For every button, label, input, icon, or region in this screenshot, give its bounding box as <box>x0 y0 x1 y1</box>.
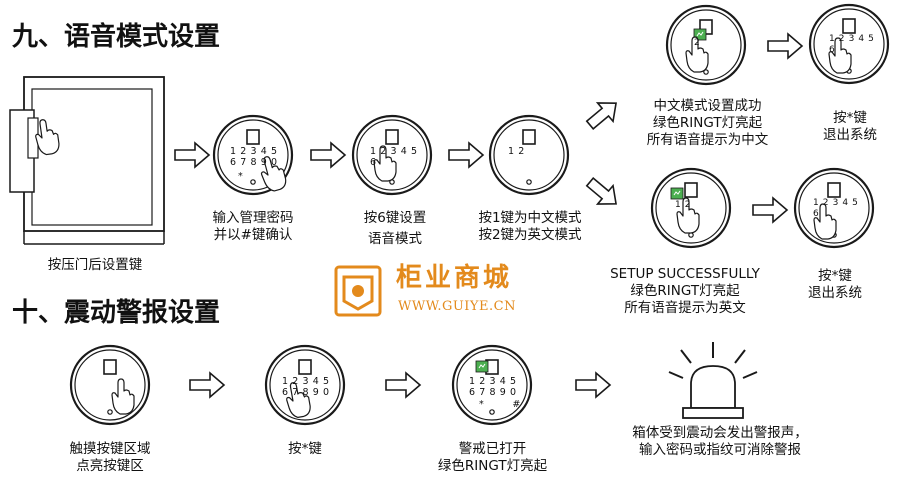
arrow-right-icon <box>767 33 803 59</box>
caption-en-exit: 按*键 退出系统 <box>808 268 862 301</box>
arrow-down-right-icon <box>581 172 625 214</box>
section-title-alarm: 十、震动警报设置 <box>12 298 221 328</box>
lock-face-cn-success <box>665 4 747 86</box>
keypad-alarm-star: 1 2 3 4 5 6 7 8 9 0 <box>282 376 330 398</box>
caption-door: 按压门后设置键 <box>47 257 143 273</box>
green-led-icon <box>670 187 684 200</box>
keypad-row1: 1 2 3 4 5 <box>370 146 418 157</box>
keypad-key6: 6 <box>370 157 377 168</box>
arrow-right-icon <box>448 142 484 168</box>
keypad-alarm-armed: 1 2 3 4 5 6 7 8 9 0 *# <box>469 376 521 410</box>
caption-cn-success: 中文模式设置成功 绿色RINGT灯亮起 所有语音提示为中文 <box>646 98 769 148</box>
alarm-light-icon <box>668 341 758 419</box>
caption-step3: 按1键为中文模式 按2键为英文模式 <box>478 210 582 243</box>
keypad-step2: 1 2 3 4 5 6 <box>370 146 418 168</box>
green-led-icon <box>475 360 489 373</box>
lock-face-step3 <box>488 114 570 196</box>
keypad-step1: 1 2 3 4 5 6 7 8 9 0 * <box>230 146 278 182</box>
keypad-row1: 1 2 3 4 5 <box>230 146 278 157</box>
keypad-row2: 6 7 8 9 0 <box>230 157 278 168</box>
arrow-right-icon <box>575 372 611 398</box>
caption-step2: 按6键设置 语音模式 <box>363 210 427 247</box>
brand-logo-icon <box>334 265 382 317</box>
keypad-star: * <box>238 171 244 182</box>
caption-alarm-step4: 箱体受到震动会发出警报声， 输入密码或指纹可消除警报 <box>632 425 808 458</box>
arrow-right-icon <box>752 197 788 223</box>
keypad-cn-success: 2 <box>694 38 700 48</box>
arrow-right-icon <box>174 142 210 168</box>
caption-cn-exit: 按*键 退出系统 <box>823 110 877 143</box>
caption-en-success: SETUP SUCCESSFULLY 绿色RINGT灯亮起 所有语音提示为英文 <box>610 266 760 316</box>
section-title-voice: 九、语音模式设置 <box>12 22 221 52</box>
keypad-cn-exit: 1 2 3 4 5 6 <box>829 34 875 55</box>
lock-face-touch <box>69 344 151 426</box>
keypad-step3: 1 2 <box>508 146 525 157</box>
arrow-right-icon <box>310 142 346 168</box>
arrow-right-icon <box>385 372 421 398</box>
arrow-right-icon <box>189 372 225 398</box>
caption-alarm-step3: 警戒已打开 绿色RINGT灯亮起 <box>437 441 548 474</box>
caption-alarm-step2: 按*键 <box>288 441 322 457</box>
safe-door-illustration <box>9 76 165 245</box>
arrow-up-right-icon <box>581 93 625 135</box>
keypad-en-success: 1 2 <box>675 200 692 210</box>
brand-url: WWW.GUIYE.CN <box>398 299 516 314</box>
keypad-en-exit: 1 2 3 4 5 6 <box>813 198 859 219</box>
caption-step1: 输入管理密码 并以#键确认 <box>212 210 294 243</box>
caption-alarm-step1: 触摸按键区域 点亮按键区 <box>69 441 151 474</box>
brand-name: 柜业商城 <box>396 263 513 293</box>
